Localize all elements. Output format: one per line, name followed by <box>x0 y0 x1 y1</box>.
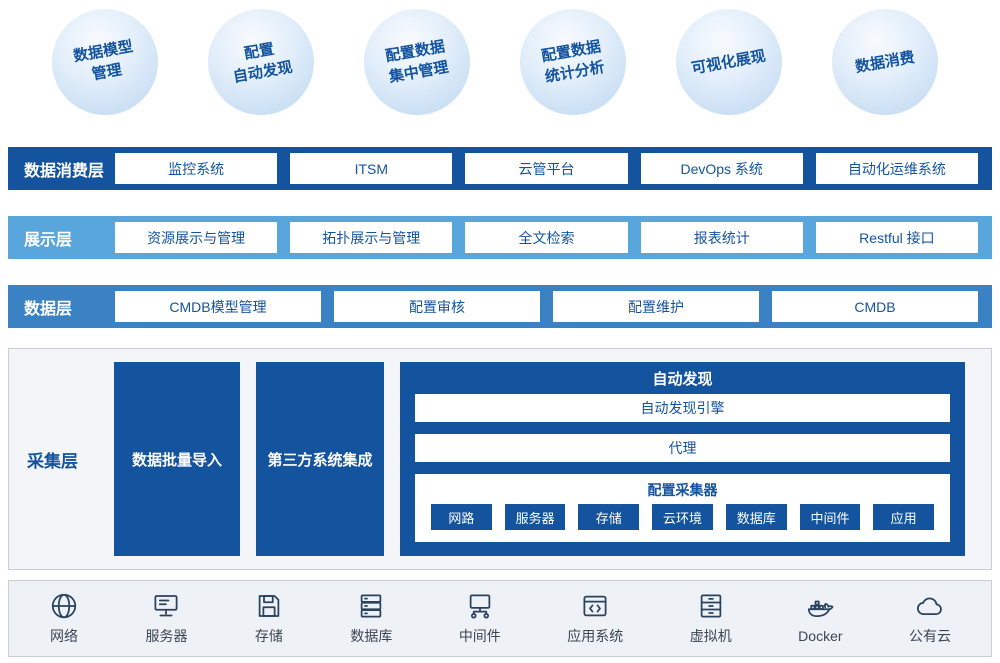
infrastructure-strip: 网络 服务器 存储 数据库 中间件 应用系统 虚拟机 Docker <box>8 580 992 657</box>
item-cmdb: CMDB <box>772 291 978 322</box>
auto-discovery-title: 自动发现 <box>652 371 713 388</box>
infra-middleware: 中间件 <box>459 591 501 646</box>
database-icon <box>361 594 382 618</box>
infra-label: 中间件 <box>458 628 501 644</box>
infra-label: 数据库 <box>350 628 393 644</box>
item-fulltext-search: 全文检索 <box>465 222 628 253</box>
globe-icon <box>51 593 77 619</box>
auto-discovery-engine: 自动发现引擎 <box>415 394 950 422</box>
item-restful-api: Restful 接口 <box>815 222 979 253</box>
bubble-label: 数据消费 <box>853 48 917 76</box>
bubble-label: 配置数据 统计分析 <box>540 38 606 86</box>
infra-label: 服务器 <box>145 628 188 644</box>
middleware-icon <box>469 594 491 619</box>
chip-middleware: 中间件 <box>799 504 861 530</box>
infra-public-cloud: 公有云 <box>909 591 951 646</box>
layer-data: 数据层 CMDB模型管理 配置审核 配置维护 CMDB <box>8 285 992 328</box>
bubble-label: 数据模型 管理 <box>72 38 135 84</box>
layer-items: CMDB模型管理 配置审核 配置维护 CMDB <box>115 291 978 322</box>
infra-label: 虚拟机 <box>689 628 732 644</box>
bubble-label: 配置数据 集中管理 <box>384 38 450 86</box>
infra-label: Docker <box>798 628 843 644</box>
application-icon <box>583 595 607 617</box>
infra-label: 公有云 <box>908 628 951 644</box>
layer-title: 数据层 <box>24 300 73 318</box>
bubble-visualization: 可视化展现 <box>676 9 782 115</box>
infra-network: 网络 <box>49 591 79 646</box>
collector-chips: 网路 服务器 存储 云环境 数据库 中间件 应用 <box>427 504 938 530</box>
layer-title: 展示层 <box>24 231 73 249</box>
layer-collection: 采集层 数据批量导入 第三方系统集成 自动发现 自动发现引擎 代理 配置采集器 … <box>8 348 992 570</box>
chip-storage: 存储 <box>578 504 640 530</box>
chip-database: 数据库 <box>725 504 787 530</box>
bubble-data-model: 数据模型 管理 <box>52 9 158 115</box>
item-itsm: ITSM <box>290 153 453 184</box>
bubble-auto-discovery: 配置 自动发现 <box>208 9 314 115</box>
auto-discovery-panel: 自动发现 自动发现引擎 代理 配置采集器 网路 服务器 存储 云环境 数据库 中… <box>400 362 965 556</box>
chip-network: 网路 <box>431 504 492 530</box>
block-batch-import: 数据批量导入 <box>114 362 240 556</box>
item-config-maintenance: 配置维护 <box>553 291 759 322</box>
config-collector-title: 配置采集器 <box>647 482 718 498</box>
infra-application: 应用系统 <box>567 591 623 646</box>
bubble-statistics: 配置数据 统计分析 <box>520 9 626 115</box>
agent-row: 代理 <box>415 434 950 462</box>
layer-presentation: 展示层 资源展示与管理 拓扑展示与管理 全文检索 报表统计 Restful 接口 <box>8 216 992 259</box>
infra-database: 数据库 <box>350 591 392 646</box>
infra-label: 应用系统 <box>567 628 624 644</box>
cloud-icon <box>917 597 942 615</box>
docker-whale-icon <box>808 600 834 617</box>
item-config-audit: 配置审核 <box>334 291 540 322</box>
infra-server: 服务器 <box>145 591 187 646</box>
infra-label: 存储 <box>254 628 283 644</box>
chip-cloud-env: 云环境 <box>652 504 713 530</box>
item-report-statistics: 报表统计 <box>640 222 803 253</box>
layer-items: 资源展示与管理 拓扑展示与管理 全文检索 报表统计 Restful 接口 <box>115 222 979 253</box>
storage-icon <box>258 595 280 617</box>
bubble-label: 可视化展现 <box>690 47 768 77</box>
layer-title: 数据消费层 <box>24 162 105 180</box>
infra-storage: 存储 <box>254 591 284 646</box>
chip-server: 服务器 <box>504 504 566 530</box>
layer-items: 监控系统 ITSM 云管平台 DevOps 系统 自动化运维系统 <box>115 153 979 184</box>
block-third-party-integration: 第三方系统集成 <box>256 362 384 556</box>
layer-data-consumption: 数据消费层 监控系统 ITSM 云管平台 DevOps 系统 自动化运维系统 <box>8 147 992 190</box>
config-collector-panel: 配置采集器 网路 服务器 存储 云环境 数据库 中间件 应用 <box>415 474 950 542</box>
item-automation-ops: 自动化运维系统 <box>815 153 979 184</box>
bubble-label: 配置 自动发现 <box>231 40 294 86</box>
item-monitoring-system: 监控系统 <box>115 153 278 184</box>
item-topology-display: 拓扑展示与管理 <box>290 222 453 253</box>
chip-application: 应用 <box>873 504 935 530</box>
virtual-machine-icon <box>700 594 721 618</box>
bubble-data-consumption: 数据消费 <box>832 9 938 115</box>
item-resource-display: 资源展示与管理 <box>115 222 278 253</box>
layer-title: 采集层 <box>27 451 78 471</box>
server-icon <box>154 595 178 617</box>
item-cmdb-model-mgmt: CMDB模型管理 <box>115 291 321 322</box>
bubble-centralized-mgmt: 配置数据 集中管理 <box>364 9 470 115</box>
item-devops-system: DevOps 系统 <box>640 153 803 184</box>
item-cloud-platform: 云管平台 <box>465 153 628 184</box>
infra-label: 网络 <box>50 628 78 644</box>
infra-virtual-machine: 虚拟机 <box>690 591 732 646</box>
feature-bubbles: 数据模型 管理 配置 自动发现 配置数据 集中管理 配置数据 统计分析 可视化展… <box>52 9 938 115</box>
infra-docker: Docker <box>798 593 843 644</box>
